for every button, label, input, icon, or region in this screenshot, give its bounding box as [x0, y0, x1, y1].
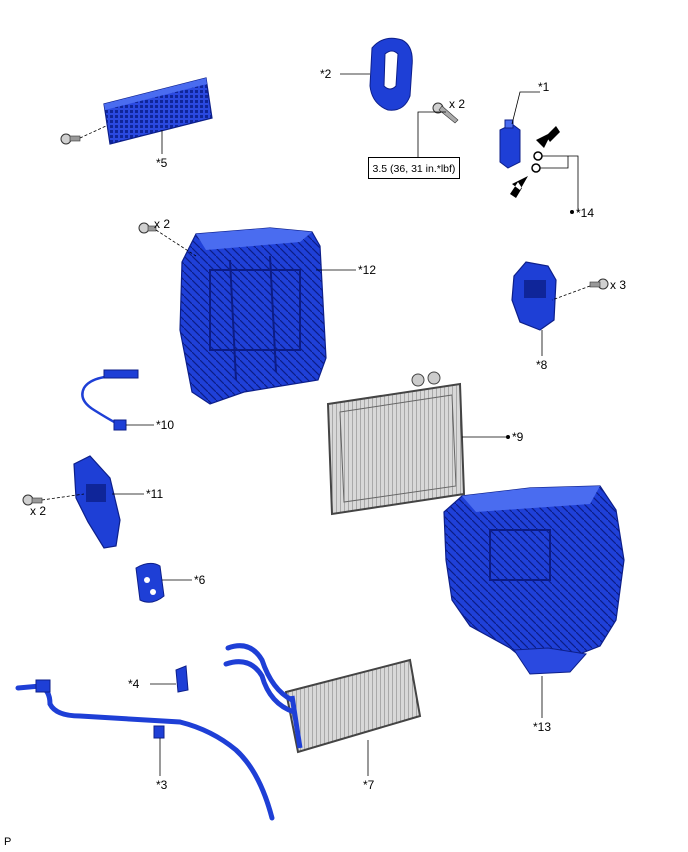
part-8-servo-motor-icon [511, 261, 557, 331]
part-6-mount-icon [135, 562, 165, 603]
part-14-o-ring-icon [531, 151, 543, 173]
quantity-screw-servo: x 3 [610, 278, 627, 292]
part-11-servo-icon [73, 455, 121, 549]
label-part-12: *12 [358, 263, 377, 277]
label-part-5: *5 [156, 156, 168, 170]
label-part-9: *9 [512, 430, 524, 444]
screw-5-icon [60, 133, 81, 145]
label-part-6: *6 [194, 573, 206, 587]
part-7-heater-core-icon [223, 643, 422, 754]
quantity-screw-left: x 2 [30, 504, 47, 518]
part-2-seal-icon [369, 37, 413, 111]
screw-top-icon [432, 102, 459, 124]
part-4-clamp-icon [175, 665, 189, 693]
quantity-screw-top: x 2 [449, 97, 466, 111]
part-10-sensor-icon [81, 369, 139, 431]
footer-code: P [4, 836, 12, 848]
screw-case-icon [138, 222, 157, 234]
screw-left-icon [22, 494, 43, 506]
label-part-4: *4 [128, 677, 140, 691]
quantity-screw-case: x 2 [154, 217, 171, 231]
label-part-14: *14 [576, 206, 595, 220]
label-part-10: *10 [156, 418, 175, 432]
label-part-8: *8 [536, 358, 548, 372]
label-part-13: *13 [533, 720, 552, 734]
part-5-filter-icon [103, 77, 213, 145]
torque-spec-box: 3.5 (36, 31 in.*lbf) [368, 157, 460, 179]
label-part-7: *7 [363, 778, 375, 792]
label-part-3: *3 [156, 778, 168, 792]
label-part-11: *11 [146, 487, 164, 501]
part-12-air-case-icon [179, 227, 327, 405]
part-3-hose-icon [15, 679, 275, 821]
part-1-expansion-valve-icon [499, 119, 521, 169]
part-9-evaporator-icon [326, 371, 466, 516]
arrow-indicator-icon [510, 126, 560, 198]
part-13-hvac-unit-icon [443, 485, 625, 675]
label-part-2: *2 [320, 67, 332, 81]
screw-servo-icon [589, 278, 609, 290]
label-part-1: *1 [538, 80, 550, 94]
